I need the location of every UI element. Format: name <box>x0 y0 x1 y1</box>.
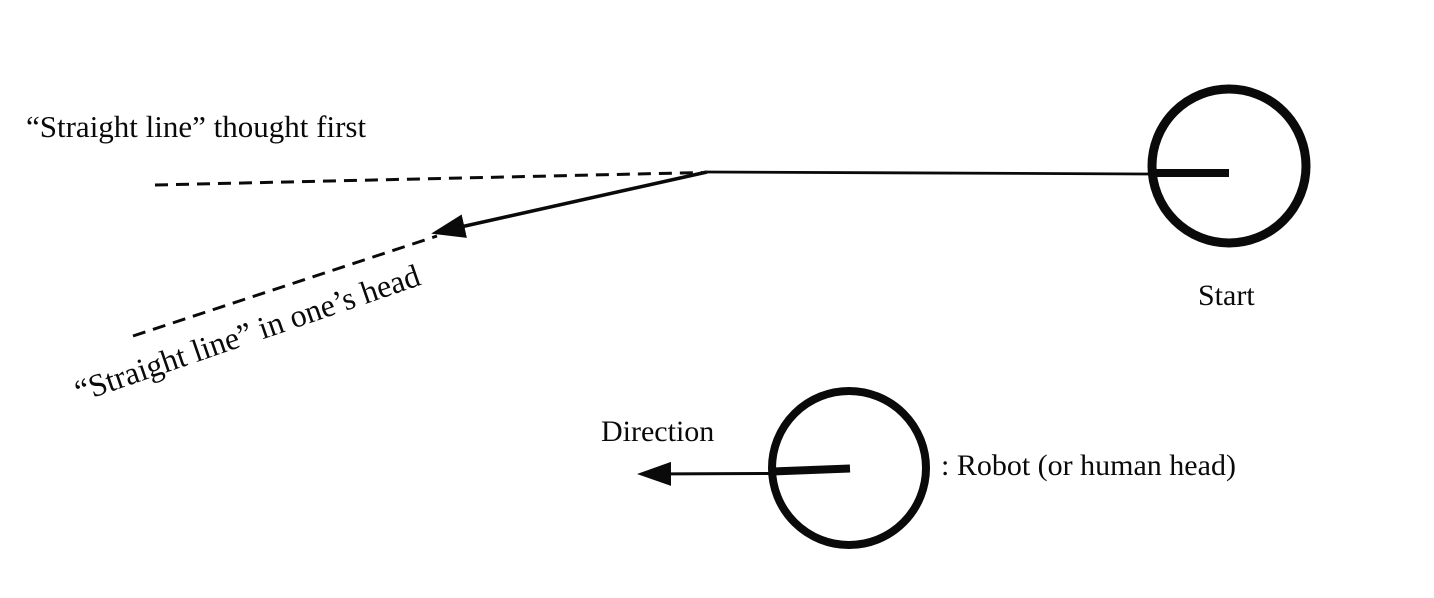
thought-first-label: “Straight line” thought first <box>26 109 367 144</box>
turned-path-arrow <box>431 170 708 238</box>
legend-direction-arrow <box>637 461 771 486</box>
direction-label: Direction <box>601 415 715 448</box>
robot-legend-label: : Robot (or human head) <box>941 449 1236 482</box>
traveled-path-line <box>706 170 1152 176</box>
legend-robot-heading-bar <box>771 464 851 476</box>
thought-first-dashed-line <box>154 171 703 187</box>
start-robot-circle <box>1147 84 1311 248</box>
in-ones-head-dashed-line <box>132 234 438 338</box>
start-label: Start <box>1198 279 1255 312</box>
